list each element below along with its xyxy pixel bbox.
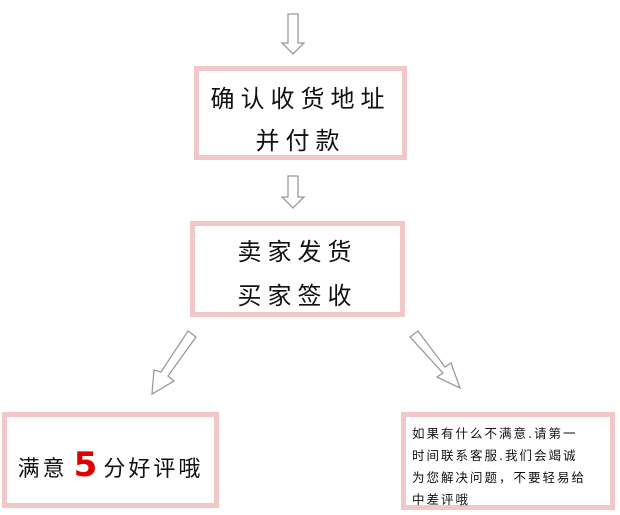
note-line-4: 中差评哦 xyxy=(412,492,471,507)
five-highlight: 5 xyxy=(73,445,98,485)
note-line-3: 为您解决问题，不要轻易给 xyxy=(412,470,587,485)
note-line-1: 如果有什么不满意.请第一 xyxy=(412,426,578,441)
down-left-arrow-icon xyxy=(151,330,197,396)
confirm-address-pay-box: 确认收货地址 并付款 xyxy=(194,66,407,160)
note-line-2: 时间联系客服.我们会竭诚 xyxy=(412,448,578,463)
down-right-arrow-icon xyxy=(409,330,462,390)
pay-text: 并付款 xyxy=(255,127,346,155)
contact-service-note: 如果有什么不满意.请第一 时间联系客服.我们会竭诚 为您解决问题，不要轻易给 中… xyxy=(412,423,606,511)
seller-ships-text: 卖家发货 xyxy=(237,238,358,266)
unsatisfied-note-box: 如果有什么不满意.请第一 时间联系客服.我们会竭诚 为您解决问题，不要轻易给 中… xyxy=(401,412,615,510)
confirm-address-text: 确认收货地址 xyxy=(210,85,391,113)
satisfied-prefix: 满意 xyxy=(17,457,68,482)
buyer-receives-text: 买家签收 xyxy=(237,282,358,310)
ship-receive-box: 卖家发货 买家签收 xyxy=(190,221,405,317)
satisfied-suffix: 分好评哦 xyxy=(103,457,204,482)
down-arrow-icon xyxy=(280,13,306,55)
down-arrow-icon xyxy=(280,175,306,209)
